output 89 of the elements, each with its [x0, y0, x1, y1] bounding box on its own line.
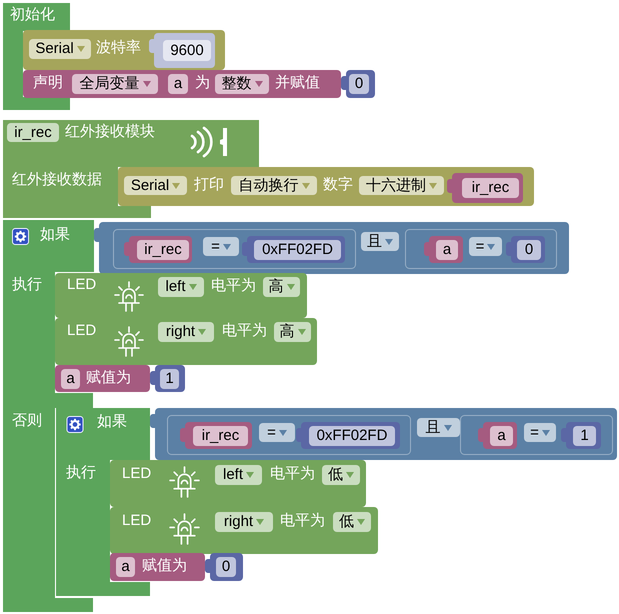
led-block — [110, 460, 366, 507]
block-label: LED — [122, 512, 152, 530]
serial-block — [118, 167, 534, 206]
dropdown-menu: = — [524, 423, 556, 442]
dropdown-menu: 且 — [361, 232, 399, 251]
compare-block — [405, 229, 557, 269]
dropdown-menu: 低 — [322, 465, 360, 485]
dropdown-menu: 自动换行 — [231, 176, 317, 195]
block-label: 声明 — [33, 74, 63, 92]
block-label: 赋值为 — [86, 369, 131, 387]
variable-block — [478, 422, 517, 449]
block-label: 电平为 — [211, 277, 256, 295]
block-label: 否则 — [12, 412, 42, 430]
block-label: 电平为 — [270, 465, 315, 483]
block-label: 如果 — [97, 413, 127, 431]
dropdown-menu: Serial — [29, 39, 91, 59]
number-block — [205, 553, 243, 581]
variable-field: ir_rec — [462, 178, 519, 198]
variable-field: a — [436, 240, 458, 260]
and-block — [94, 222, 569, 274]
number-field: 0 — [349, 74, 369, 94]
block-label: 为 — [195, 74, 210, 92]
led-block — [110, 507, 378, 554]
block-label: 初始化 — [10, 6, 55, 24]
dropdown-menu: 十六进制 — [359, 176, 444, 195]
variable-field: ir_rec — [193, 426, 248, 446]
number-block — [506, 236, 545, 263]
variable-block — [424, 236, 463, 263]
block-label: 电平为 — [280, 512, 325, 530]
number-field: 0xFF02FD — [254, 240, 341, 260]
number-block — [242, 236, 345, 263]
block-label: 红外接收数据 — [12, 171, 102, 189]
block-label: 并赋值 — [275, 74, 320, 92]
compare-block — [167, 415, 411, 455]
block-label: 赋值为 — [142, 557, 187, 575]
dropdown-menu: = — [203, 237, 239, 256]
dropdown-menu: 高 — [263, 277, 300, 297]
block-label: LED — [122, 465, 152, 483]
number-field: 0xFF02FD — [309, 426, 395, 446]
block-label: 执行 — [66, 464, 96, 482]
compare-block — [460, 415, 613, 455]
block-label: LED — [67, 276, 96, 294]
block-label: LED — [67, 322, 96, 340]
dropdown-menu: 整数 — [215, 74, 269, 94]
text-field: a — [61, 369, 80, 389]
number-field: 9600 — [163, 40, 211, 61]
number-field: 0 — [517, 240, 541, 260]
block-label: 执行 — [12, 276, 42, 294]
variable-field: ir_rec — [137, 240, 189, 260]
number-block — [149, 33, 215, 68]
dropdown-menu: 低 — [333, 512, 371, 532]
dropdown-menu: 全局变量 — [72, 74, 158, 94]
variable-block — [180, 422, 252, 449]
dropdown-menu: left — [215, 465, 262, 485]
assign-block — [55, 365, 150, 392]
led-block — [55, 318, 317, 365]
number-field: 0 — [216, 557, 236, 577]
number-block — [150, 365, 185, 392]
number-field: 1 — [573, 426, 596, 446]
assign-block — [110, 553, 205, 581]
and-block — [150, 408, 617, 460]
dropdown-menu: left — [158, 277, 204, 297]
text-field: a — [116, 557, 135, 577]
led-block — [55, 273, 307, 318]
block-label: 波特率 — [96, 39, 141, 57]
variable-field: a — [490, 426, 513, 446]
number-block — [296, 422, 400, 449]
dropdown-menu: = — [259, 423, 295, 442]
number-field: 1 — [160, 369, 179, 389]
dropdown-menu: = — [469, 237, 502, 256]
variable-block — [124, 236, 192, 263]
serial-block — [23, 30, 225, 70]
dropdown-menu: Serial — [124, 176, 187, 195]
number-block — [341, 70, 375, 98]
dropdown-menu: 且 — [417, 418, 460, 437]
dropdown-menu: right — [215, 512, 273, 532]
number-block — [561, 422, 601, 449]
text-field: ir_rec — [7, 123, 59, 142]
compare-block — [113, 229, 356, 269]
dropdown-menu: 高 — [274, 322, 311, 342]
block-label: 电平为 — [222, 322, 267, 340]
declare-block — [23, 70, 341, 98]
variable-block — [447, 173, 523, 203]
block-label: 打印 — [194, 176, 224, 194]
text-field: a — [168, 74, 188, 94]
block-label: 如果 — [40, 226, 70, 244]
dropdown-menu: right — [158, 322, 214, 342]
block-label: 红外接收模块 — [65, 123, 155, 141]
block-label: 数字 — [323, 176, 353, 194]
